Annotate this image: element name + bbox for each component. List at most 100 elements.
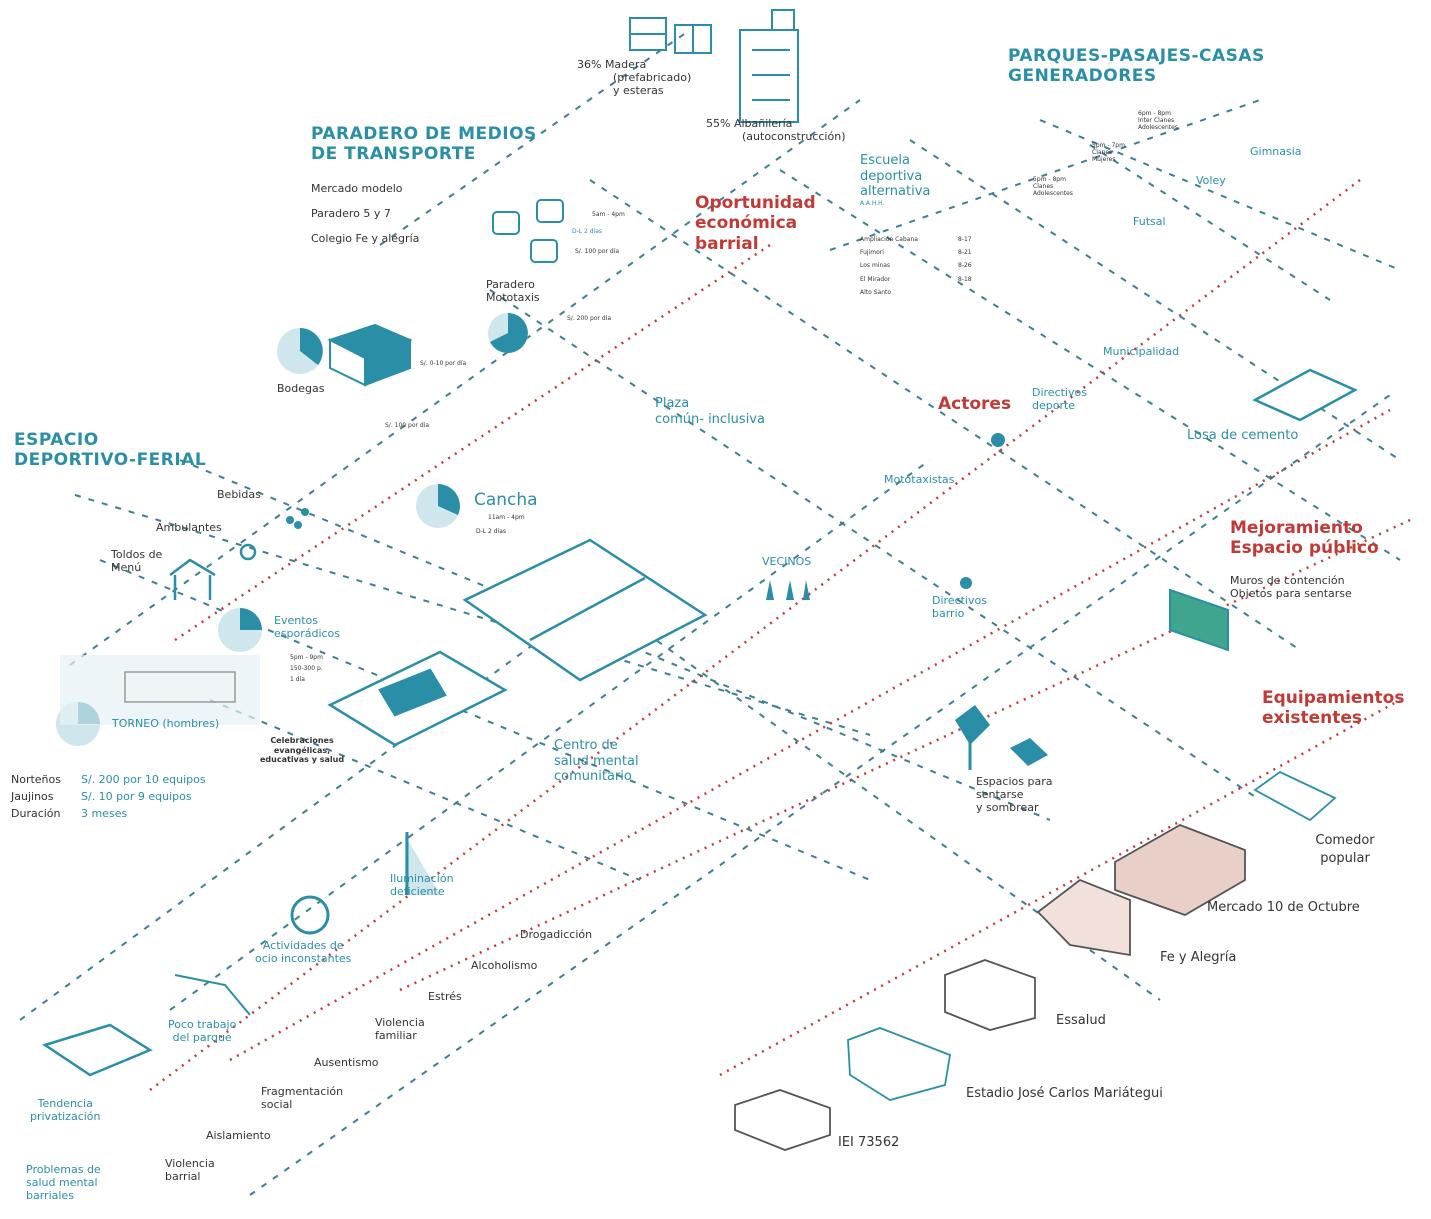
housing-madera-line2: (prefabricado) — [613, 71, 692, 85]
toldos-label-line2: Menú — [111, 561, 142, 575]
directivos-deporte-label: Directivos deporte — [1032, 386, 1087, 412]
municipalidad-label: Municipalidad — [1103, 345, 1180, 358]
escuela-row-age: 8-26 — [958, 262, 972, 270]
mototaxi-icon — [492, 199, 564, 263]
torneo-row-key: Duración — [11, 807, 61, 821]
eventos-title-line1: Eventos — [274, 614, 318, 627]
parques-schedule-2: 5pm - 7pm Clanes Mujeres — [1092, 142, 1125, 164]
celebraciones-line3: educativas y salud — [260, 755, 345, 765]
category-oportunidad-line2: económica — [695, 213, 798, 234]
mototaxi-price1: S/. 100 por día — [575, 248, 620, 255]
equip-comedor: Comedor popular — [1305, 832, 1385, 868]
escuela-title-line2: deportiva — [860, 168, 923, 184]
cancha-days: D-L 2 días — [476, 528, 507, 535]
cancha-label: Cancha — [474, 490, 538, 510]
espacios-sentarse-label: Espacios para sentarse y sombrear — [976, 775, 1052, 815]
problemas-salud-line3: barriales — [26, 1189, 74, 1203]
problemas-salud-line1: Problemas de — [26, 1163, 101, 1176]
poco-trabajo-label: Poco trabajo del parque — [168, 1018, 236, 1044]
category-mejoramiento-line1: Mejoramiento — [1230, 518, 1363, 538]
category-equipamientos: Equipamientos existentes — [1262, 688, 1404, 729]
directivos-barrio-label: Directivos barrio — [932, 594, 987, 620]
schedule-who: Clanes — [1033, 183, 1054, 191]
celebraciones-label: Celebraciones evangélicas, educativas y … — [260, 736, 344, 765]
torneo-row-value: 3 meses — [81, 807, 128, 821]
escuela-row-age: 8-17 — [958, 236, 972, 243]
mototaxistas-label: Mototaxistas — [884, 473, 955, 486]
torneo-row: Norteños S/. 200 por 10 equipos — [11, 773, 206, 786]
schedule-time: 5pm - 7pm — [1092, 142, 1125, 149]
mototaxi-days: D-L 2 días — [572, 228, 603, 235]
actividades-line1: Actividades de — [262, 939, 344, 952]
torneo-row-key: Norteños — [11, 773, 61, 786]
escuela-row-age: 8-18 — [958, 275, 972, 283]
mototaxi-hours: 5am - 4pm — [592, 211, 625, 218]
mototaxi-price2: S/. 200 por día — [567, 315, 612, 322]
mototaxi-label-line2: Mototaxis — [486, 291, 540, 305]
escuela-row-name: El Mirador — [860, 275, 891, 283]
sport-voley: Voley — [1196, 174, 1226, 187]
actividades-line2: ocio inconstantes — [255, 952, 352, 966]
category-mejoramiento: Mejoramiento Espacio público — [1230, 518, 1379, 559]
escuela-row: Alto Santo — [860, 289, 972, 296]
problem-drogadiccion: Drogadicción — [520, 928, 593, 941]
escuela-title-line3: alternativa — [860, 184, 931, 200]
schedule-who: Clanes — [1092, 149, 1113, 157]
wall-icon — [1169, 588, 1229, 652]
category-oportunidad-line3: barrial — [695, 233, 759, 254]
housing-madera-line1: 36% Madera — [577, 58, 647, 71]
sport-futsal: Futsal — [1133, 215, 1166, 228]
celebraciones-line1: Celebraciones — [270, 736, 334, 745]
tendencia-line1: Tendencia — [37, 1097, 93, 1110]
category-equipamientos-line1: Equipamientos — [1262, 688, 1405, 708]
espacios-sentarse-line1: Espacios para — [976, 775, 1053, 788]
problem-violencia-familiar: Violencia familiar — [375, 1016, 425, 1043]
football-field-icon — [327, 538, 708, 747]
torneo-row-value: S/. 200 por 10 equipos — [81, 773, 206, 786]
directivos-deporte-line2: deporte — [1032, 399, 1076, 413]
cancha-hours: 11am - 4pm — [488, 514, 525, 521]
tree-seating-icon — [955, 705, 1048, 770]
schedule-who: Adolescentes — [1033, 190, 1073, 198]
title-espacio-line1: ESPACIO — [14, 430, 99, 450]
equip-essalud: Essalud — [1056, 1013, 1106, 1028]
losa-label: Losa de cemento — [1187, 428, 1299, 443]
bebidas-label: Bebidas — [217, 488, 261, 501]
title-parques-line2: GENERADORES — [1008, 66, 1157, 87]
centro-salud-line1: Centro de — [554, 738, 618, 753]
sport-gimnasia: Gimnasia — [1250, 145, 1302, 158]
mejoramiento-items: Muros de contención Objetos para sentars… — [1230, 574, 1352, 600]
category-mejoramiento-line2: Espacio público — [1230, 538, 1379, 559]
housing-albanileria-line2: (autoconstrucción) — [742, 130, 846, 144]
escuela-row-name: Fujimori — [860, 249, 884, 257]
equip-fe-alegria: Fe y Alegría — [1160, 950, 1237, 965]
bodegas-price1: S/. 0-10 por día — [420, 360, 467, 367]
eventos-title: Eventos esporádicos — [274, 614, 340, 640]
espacios-sentarse-line3: y sombrear — [976, 801, 1039, 815]
actividades-label: Actividades de ocio inconstantes — [255, 939, 351, 965]
escuela-title: Escuela deportiva alternativa A.A.H.H. — [860, 153, 930, 207]
equip-estadio: Estadio José Carlos Mariátegui — [966, 1086, 1163, 1101]
housing-albanileria-line1: 55% Albañilería — [706, 117, 793, 130]
parques-schedule-3: 5pm - 8pm Clanes Adolescentes — [1033, 176, 1073, 198]
problem-fragmentacion: Fragmentación social — [261, 1085, 344, 1112]
eventos-title-line2: esporádicos — [274, 627, 341, 641]
centro-salud-line2: salud mental — [554, 753, 639, 769]
problemas-salud-label: Problemas de salud mental barriales — [26, 1163, 101, 1203]
title-paradero-line1: PARADERO DE MEDIOS — [311, 124, 537, 144]
torneo-row-value: S/. 10 por 9 equipos — [81, 790, 192, 804]
mejoramiento-item: Objetos para sentarse — [1230, 587, 1352, 601]
bodega-building-icon — [327, 323, 413, 387]
tournament-crowd-icon — [60, 655, 260, 725]
title-parques-line1: PARQUES-PASAJES-CASAS — [1008, 46, 1265, 66]
bodegas-price2: S/. 100 por día — [385, 422, 430, 429]
vecinos-label: VECINOS — [762, 555, 812, 568]
schedule-time: 5pm - 8pm — [1033, 176, 1066, 183]
plaza-label-line1: Plaza — [655, 396, 690, 411]
plaza-label-line2: común- inclusiva — [655, 411, 765, 427]
